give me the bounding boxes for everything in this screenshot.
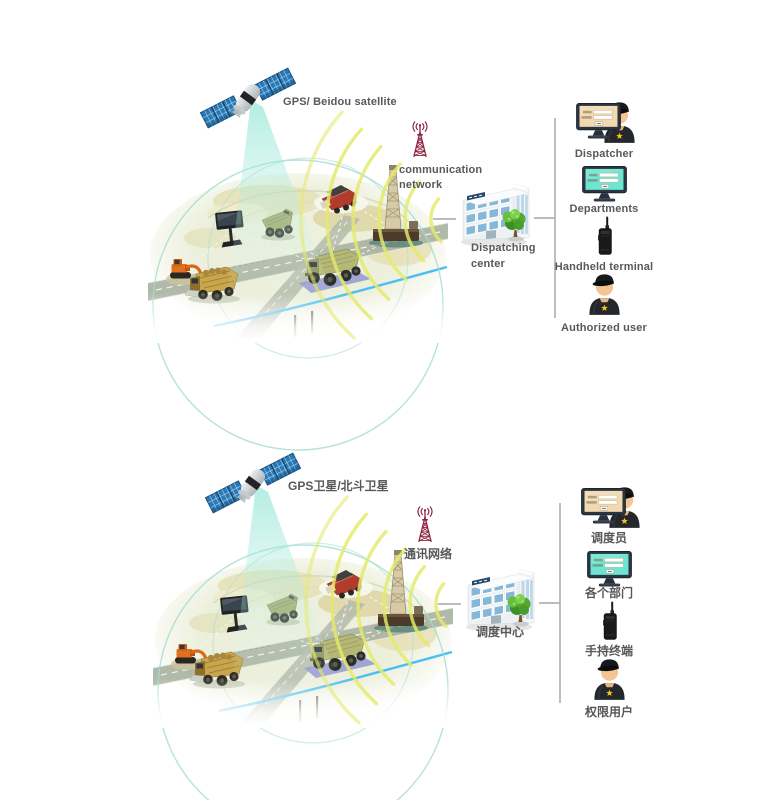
network-label-line-1: communication — [399, 164, 482, 176]
dispatch-center-label-line-1: 调度中心 — [476, 624, 524, 639]
authorized-user-icon — [593, 658, 626, 701]
authorized-user-label: Authorized user — [561, 322, 648, 334]
dispatcher-workstation-icon — [577, 102, 635, 143]
dispatcher-label: 调度员 — [591, 530, 627, 545]
departments-label: Departments — [570, 203, 639, 215]
authorized-user-label: 权限用户 — [584, 704, 633, 719]
network-label-line-1: 通讯网络 — [404, 546, 452, 561]
departments-monitor-icon — [587, 550, 632, 588]
handheld-terminal-label: 手持终端 — [585, 643, 633, 658]
dispatch-center-building-icon — [465, 568, 535, 633]
dispatch-center-label-line-2: center — [471, 258, 505, 270]
dispatcher-workstation-icon — [582, 487, 640, 528]
diagram-bottom: GPS卫星/北斗卫星 通讯网络 调度中心 调度员 各个部门 手持终端 权限用户 — [141, 448, 640, 800]
dispatcher-label: Dispatcher — [575, 148, 634, 160]
departments-monitor-icon — [582, 165, 627, 203]
authorized-user-icon — [588, 273, 621, 316]
departments-label: 各个部门 — [584, 585, 633, 600]
satellite-beam — [231, 485, 339, 690]
satellite-beam — [226, 100, 334, 305]
dispatch-center-building-icon — [460, 183, 530, 248]
network-label-line-2: network — [399, 179, 443, 191]
handheld-terminal-label: Handheld terminal — [555, 261, 654, 273]
satellite-label: GPS/ Beidou satellite — [283, 96, 397, 108]
dispatch-center-label-line-1: Dispatching — [471, 242, 536, 254]
radio-tower-icon — [417, 506, 433, 543]
satellite-label: GPS卫星/北斗卫星 — [288, 478, 389, 493]
radio-tower-icon — [412, 121, 428, 158]
handheld-terminal-icon — [602, 601, 617, 640]
diagram-top: GPS/ Beidou satellite communication netw… — [136, 63, 654, 452]
handheld-terminal-icon — [597, 216, 612, 255]
